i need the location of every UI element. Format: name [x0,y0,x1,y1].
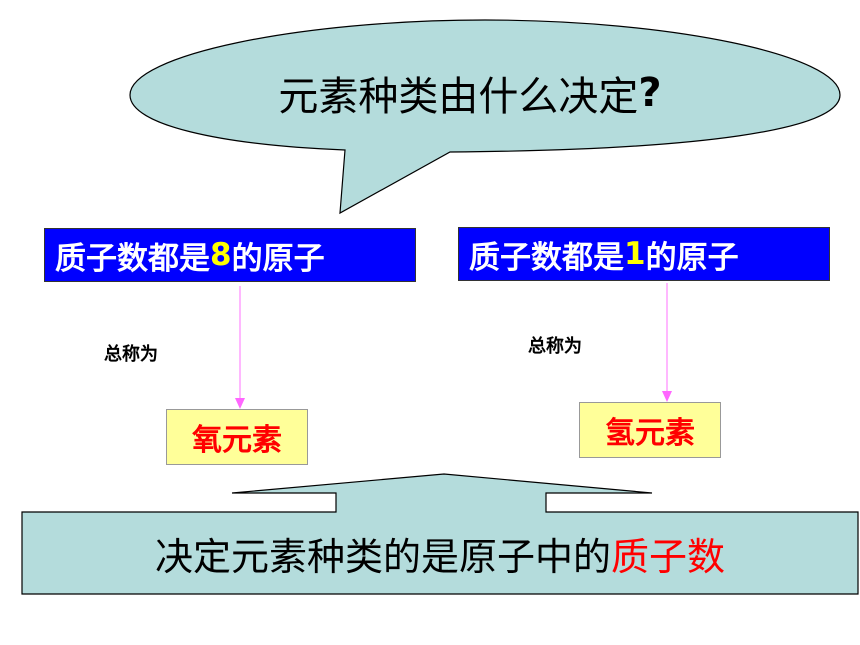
arrow-right-head [662,391,672,402]
question-mark: ? [638,70,662,116]
conclusion-highlight: 质子数 [611,534,726,579]
left-box-prefix: 质子数都是 [55,240,210,277]
right-box-suffix: 的原子 [645,239,739,276]
left-box-suffix: 的原子 [231,240,325,277]
question-text: 元素种类由什么决定? [190,58,750,128]
conclusion-label: 决定元素种类的是原子中的 [154,534,611,579]
oxygen-element-box: 氧元素 [166,409,308,465]
right-box-prefix: 质子数都是 [469,239,624,276]
conclusion-text: 决定元素种类的是原子中的质子数 [22,512,858,594]
question-label: 元素种类由什么决定 [278,74,639,120]
left-collective-label: 总称为 [104,344,158,365]
hydrogen-element-box: 氢元素 [579,402,721,458]
right-box-number: 1 [624,236,646,272]
right-collective-label: 总称为 [528,336,582,357]
speech-bubble [129,19,841,215]
arrow-left-head [235,398,245,409]
left-box-number: 8 [210,237,232,273]
conclusion-callout [21,473,859,595]
